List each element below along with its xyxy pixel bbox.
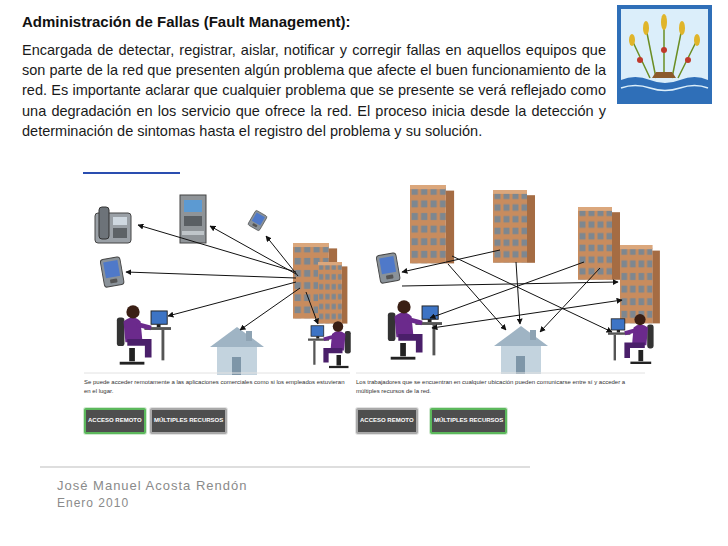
- right-network: [356, 185, 660, 374]
- body-paragraph: Encargada de detectar, registrar, aislar…: [22, 40, 606, 141]
- nav-button: ACCESO REMOTO: [84, 408, 146, 434]
- button-label: MÚLTIPLES RECURSOS: [432, 417, 505, 425]
- button-label: ACCESO REMOTO: [358, 417, 416, 425]
- nav-button: ACCESO REMOTO: [356, 408, 418, 434]
- figure-caption: Los trabajadores que se encuentran en cu…: [356, 378, 632, 395]
- date-text: Enero 2010: [57, 496, 357, 510]
- left-network: [84, 195, 351, 375]
- logo: [617, 5, 712, 104]
- nav-button: MÚLTIPLES RECURSOS: [430, 408, 507, 434]
- button-label: ACCESO REMOTO: [86, 417, 144, 425]
- footer-rule: [40, 466, 530, 467]
- figure-caption: Se puede acceder remotamente a las aplic…: [84, 378, 352, 395]
- slide-title: Administración de Fallas (Fault Manageme…: [22, 13, 350, 30]
- button-label: MÚLTIPLES RECURSOS: [152, 417, 225, 425]
- author-name: José Manuel Acosta Rendón: [57, 478, 457, 493]
- nav-button: MÚLTIPLES RECURSOS: [150, 408, 227, 434]
